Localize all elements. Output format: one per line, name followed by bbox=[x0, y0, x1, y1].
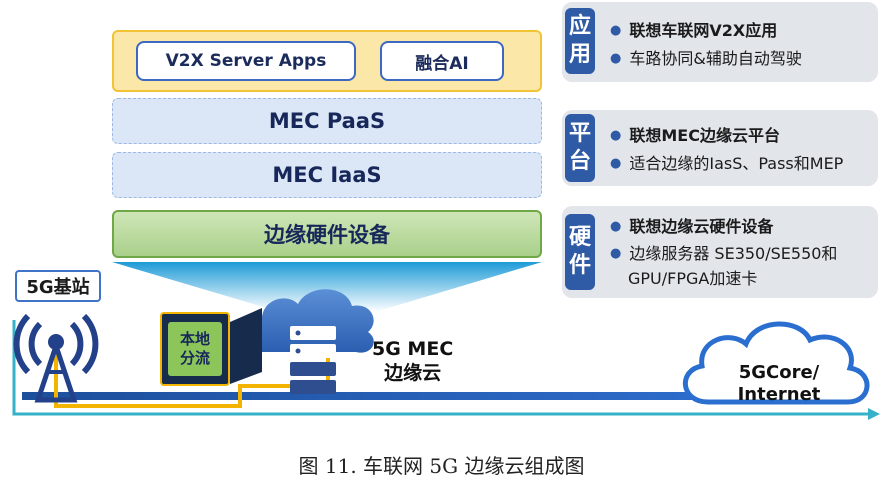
funnel-shape bbox=[112, 262, 542, 312]
application-layer: V2X Server Apps 融合AI bbox=[112, 30, 542, 92]
local-offload-box: 本地 分流 bbox=[160, 312, 230, 386]
server-icon bbox=[290, 326, 336, 394]
platform-tag-bottom: 台 bbox=[568, 149, 591, 174]
local-offload-line-1: 本地 bbox=[179, 330, 210, 348]
application-tag-top: 应 bbox=[568, 14, 591, 39]
hardware-tag-top: 硬 bbox=[568, 225, 591, 250]
hardware-line-3: GPU/FPGA加速卡 bbox=[628, 269, 758, 288]
application-tag: 应 用 bbox=[565, 8, 595, 74]
antenna-tower-icon bbox=[13, 313, 99, 403]
application-line-2: ●车路协同&辅助自动驾驶 bbox=[610, 49, 802, 68]
hardware-line-2: ●边缘服务器 SE350/SE550和 bbox=[610, 244, 838, 263]
figure-caption: 图 11. 车联网 5G 边缘云组成图 bbox=[298, 454, 585, 478]
core-label-line-1: 5GCore/ bbox=[738, 362, 820, 383]
core-label-line-2: Internet bbox=[737, 384, 821, 405]
core-internet-label: 5GCore/ Internet bbox=[724, 362, 834, 406]
hardware-line-1: ●联想边缘云硬件设备 bbox=[610, 217, 774, 236]
local-offload-line-2: 分流 bbox=[179, 349, 210, 367]
platform-tag-top: 平 bbox=[568, 121, 591, 146]
teal-arrowhead bbox=[868, 408, 880, 420]
base-station-label: 5G基站 bbox=[15, 270, 101, 302]
teal-link-line bbox=[12, 320, 868, 416]
mec-edge-cloud-label: 5G MEC 边缘云 bbox=[372, 337, 453, 385]
hardware-tag: 硬 件 bbox=[565, 214, 595, 290]
edge-hardware-layer: 边缘硬件设备 bbox=[112, 210, 542, 258]
fusion-ai-box: 融合AI bbox=[380, 41, 504, 81]
offload-connector bbox=[230, 308, 262, 384]
mec-label-line-2: 边缘云 bbox=[384, 362, 442, 384]
mec-cloud-shape bbox=[247, 289, 374, 353]
application-tag-bottom: 用 bbox=[568, 42, 591, 67]
application-card bbox=[562, 2, 878, 82]
mec-paas-layer: MEC PaaS bbox=[112, 98, 542, 144]
hardware-card bbox=[562, 206, 878, 298]
local-offload-inner: 本地 分流 bbox=[168, 322, 222, 376]
mec-label-line-1: 5G MEC bbox=[372, 338, 454, 360]
transport-bar bbox=[22, 392, 782, 400]
mec-iaas-layer: MEC IaaS bbox=[112, 152, 542, 198]
hardware-tag-bottom: 件 bbox=[568, 253, 591, 278]
platform-line-2: ●适合边缘的IasS、Pass和MEP bbox=[610, 154, 844, 173]
core-cloud-shape bbox=[683, 321, 870, 405]
platform-line-1: ●联想MEC边缘云平台 bbox=[610, 126, 780, 145]
platform-card bbox=[562, 110, 878, 186]
application-line-1: ●联想车联网V2X应用 bbox=[610, 21, 778, 40]
platform-tag: 平 台 bbox=[565, 114, 595, 182]
v2x-server-apps-box: V2X Server Apps bbox=[136, 41, 356, 81]
